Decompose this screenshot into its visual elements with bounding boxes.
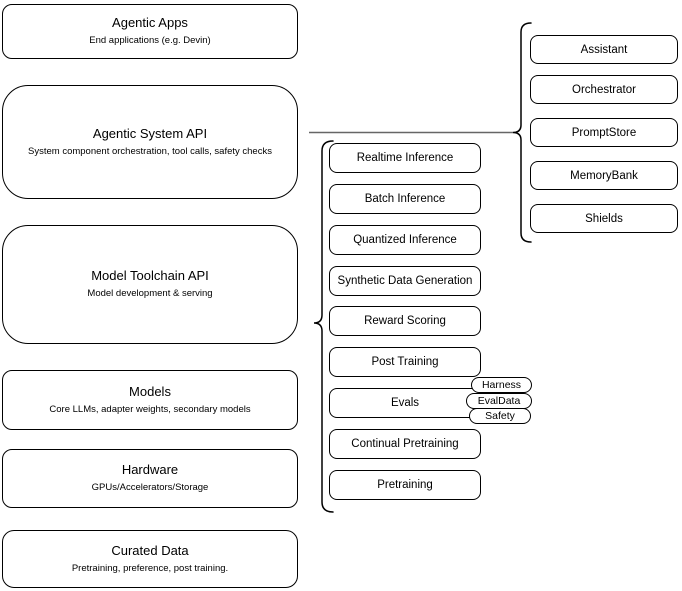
node-label: Pretraining — [377, 479, 433, 491]
node-agentic-apps: Agentic Apps End applications (e.g. Devi… — [2, 4, 298, 59]
node-subtitle: Model development & serving — [87, 288, 213, 300]
node-post-training: Post Training — [329, 347, 481, 377]
node-orchestrator: Orchestrator — [530, 75, 678, 104]
node-label: Shields — [585, 212, 623, 225]
node-label: Continual Pretraining — [351, 438, 459, 450]
node-label: Batch Inference — [364, 193, 446, 205]
node-label: Post Training — [371, 356, 439, 368]
node-subtitle: Pretraining, preference, post training. — [71, 562, 229, 574]
node-label: Realtime Inference — [356, 152, 454, 164]
tag-safety: Safety — [469, 408, 531, 424]
node-title: Agentic Apps — [112, 15, 188, 31]
tag-label: EvalData — [477, 395, 521, 407]
node-subtitle: System component orchestration, tool cal… — [28, 145, 272, 157]
node-models: Models Core LLMs, adapter weights, secon… — [2, 370, 298, 430]
node-agentic-system-api: Agentic System API System component orch… — [2, 85, 298, 199]
node-label: Orchestrator — [572, 83, 636, 96]
node-evals: Evals — [329, 388, 481, 418]
tag-label: Harness — [481, 379, 522, 391]
node-label: Assistant — [580, 43, 628, 56]
node-synthetic-data-generation: Synthetic Data Generation — [329, 266, 481, 296]
node-title: Curated Data — [111, 542, 189, 558]
node-assistant: Assistant — [530, 35, 678, 64]
node-title: Model Toolchain API — [91, 268, 209, 284]
tag-harness: Harness — [471, 377, 532, 393]
node-subtitle: GPUs/Accelerators/Storage — [91, 482, 209, 494]
system-brace — [512, 22, 532, 243]
node-label: Synthetic Data Generation — [337, 275, 473, 287]
node-promptstore: PromptStore — [530, 118, 678, 147]
node-subtitle: End applications (e.g. Devin) — [89, 35, 211, 47]
node-reward-scoring: Reward Scoring — [329, 306, 481, 336]
node-title: Hardware — [121, 462, 179, 478]
node-hardware: Hardware GPUs/Accelerators/Storage — [2, 449, 298, 508]
node-realtime-inference: Realtime Inference — [329, 143, 481, 173]
node-label: MemoryBank — [570, 169, 638, 182]
node-title: Agentic System API — [92, 125, 208, 141]
node-pretraining: Pretraining — [329, 470, 481, 500]
node-label: PromptStore — [571, 126, 637, 139]
node-subtitle: Core LLMs, adapter weights, secondary mo… — [49, 403, 251, 415]
node-curated-data: Curated Data Pretraining, preference, po… — [2, 530, 298, 588]
node-model-toolchain-api: Model Toolchain API Model development & … — [2, 225, 298, 344]
node-shields: Shields — [530, 204, 678, 233]
node-batch-inference: Batch Inference — [329, 184, 481, 214]
node-label: Evals — [390, 397, 420, 409]
node-title: Models — [129, 383, 171, 399]
node-memorybank: MemoryBank — [530, 161, 678, 190]
node-label: Quantized Inference — [353, 234, 457, 246]
tag-label: Safety — [485, 410, 515, 422]
node-label: Reward Scoring — [364, 315, 446, 327]
node-continual-pretraining: Continual Pretraining — [329, 429, 481, 459]
node-quantized-inference: Quantized Inference — [329, 225, 481, 255]
tag-evaldata: EvalData — [466, 393, 532, 409]
